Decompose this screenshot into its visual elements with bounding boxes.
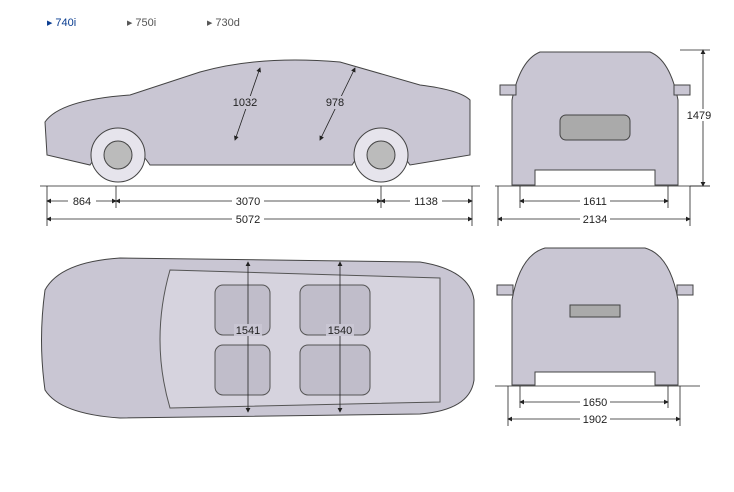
model-tabs: ▶740i ▶750i ▶730d [47, 17, 287, 29]
wheelbase-label: 3070 [236, 196, 260, 208]
rear-headroom-label: 978 [326, 97, 344, 109]
side-view-car [44, 59, 471, 183]
triangle-right-icon: ▶ [207, 20, 213, 27]
triangle-right-icon: ▶ [127, 20, 133, 27]
rear-overhang-label: 1138 [414, 196, 438, 208]
width-mirrors-label: 2134 [583, 214, 607, 226]
height-label: 1479 [687, 110, 711, 122]
width-label: 1902 [583, 414, 607, 426]
rear-shoulder-label: 1540 [328, 325, 352, 337]
front-headroom-label: 1032 [233, 97, 257, 109]
front-view-car [499, 51, 691, 186]
top-view-car [41, 257, 475, 419]
triangle-right-icon: ▶ [47, 20, 53, 27]
tab-740i[interactable]: ▶740i [47, 17, 77, 29]
length-label: 5072 [236, 214, 260, 226]
front-overhang-label: 864 [73, 196, 91, 208]
tab-730d[interactable]: ▶730d [207, 17, 240, 29]
rear-track-label: 1650 [583, 397, 607, 409]
rear-view-car [496, 247, 694, 386]
tab-750i[interactable]: ▶750i [127, 17, 157, 29]
front-shoulder-label: 1541 [236, 325, 260, 337]
front-track-label: 1611 [583, 196, 607, 208]
